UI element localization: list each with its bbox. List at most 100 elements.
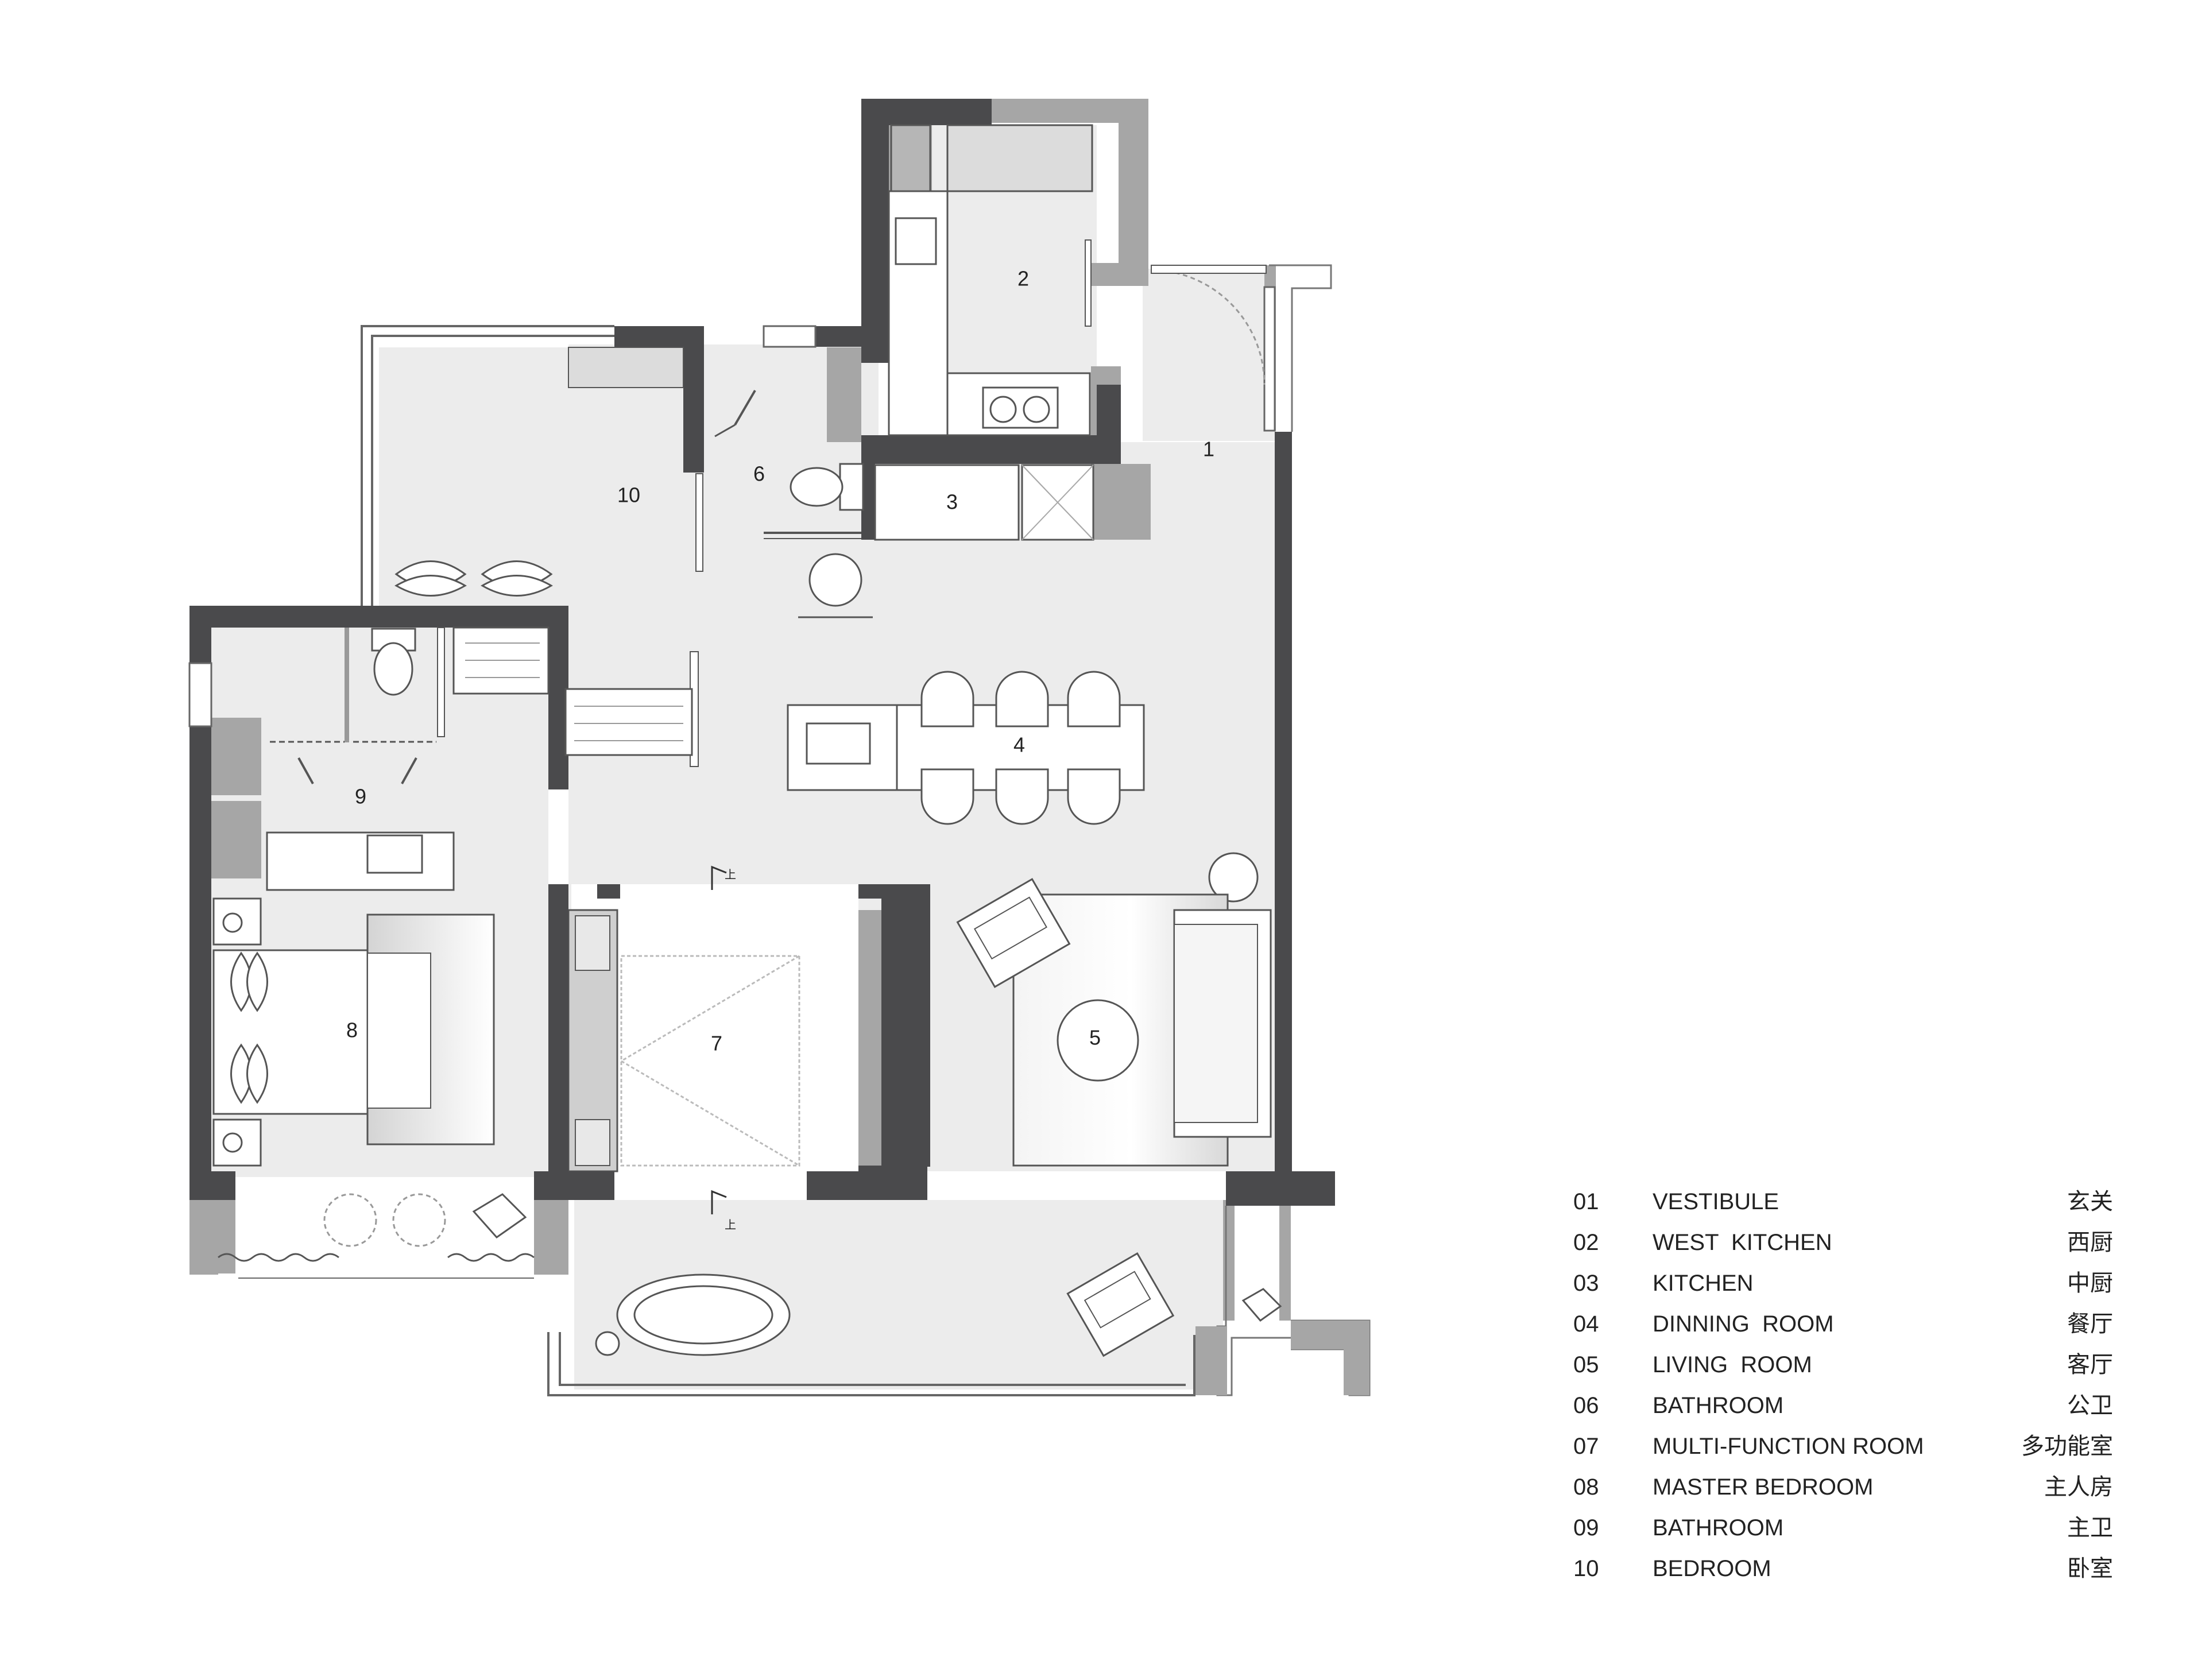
dining [787, 671, 1145, 825]
floor-multifunction [571, 884, 858, 1200]
legend-english: VESTIBULE [1653, 1189, 1779, 1214]
floor-vestibule [1143, 269, 1275, 441]
room-number-5: 5 [1089, 1026, 1101, 1050]
legend-chinese: 主卫 [2067, 1515, 2113, 1541]
legend-number: 01 [1573, 1189, 1599, 1214]
windows [188, 286, 1276, 727]
multifunction-floor-lines [620, 955, 800, 1167]
legend-chinese: 客厅 [2067, 1352, 2113, 1378]
bath9-tub-step [564, 688, 693, 756]
legend-english: LIVING ROOM [1653, 1352, 1812, 1377]
legend-chinese: 卧室 [2067, 1555, 2113, 1582]
mb-balcony-strip [235, 1177, 534, 1278]
wall-bottom-stub-2 [1344, 1321, 1369, 1395]
bed10-pillows [394, 560, 553, 597]
legend-number: 03 [1573, 1271, 1599, 1296]
room-number-9: 9 [355, 785, 366, 808]
legend-number: 08 [1573, 1474, 1599, 1500]
legend-chinese: 中厨 [2067, 1270, 2113, 1296]
dining-sink [806, 722, 871, 765]
bath9-vanity [266, 831, 455, 891]
legend-chinese: 公卫 [2067, 1392, 2113, 1419]
dining-chairs [920, 671, 1121, 825]
legend-row: 07 MULTI-FUNCTION ROOM 多功能室 [1573, 1426, 2113, 1467]
legend-chinese: 主人房 [2044, 1474, 2113, 1500]
room-number-4: 4 [1013, 733, 1025, 757]
master-bedroom [212, 897, 535, 1278]
wk-counter-bottom [946, 372, 1091, 436]
living-armchair [956, 878, 1071, 988]
bed10-wardrobe [568, 347, 684, 388]
wk-cabinet [890, 124, 931, 192]
entry-door [1151, 265, 1267, 274]
bathroom-6 [695, 389, 873, 618]
legend-english: KITCHEN [1653, 1271, 1754, 1296]
legend-english: BEDROOM [1653, 1556, 1771, 1581]
kitchen [874, 464, 1094, 541]
wk-sink [895, 217, 937, 265]
legend-row: 09 BATHROOM 主卫 [1573, 1508, 2113, 1549]
legend-row: 08 MASTER BEDROOM 主人房 [1573, 1467, 2113, 1508]
west-kitchen [888, 124, 1093, 436]
legend-row: 10 BEDROOM 卧室 [1573, 1549, 2113, 1589]
legend-number: 05 [1573, 1352, 1599, 1377]
room-number-3: 3 [946, 490, 958, 514]
terrace-chair [1066, 1252, 1175, 1357]
walls [189, 99, 1335, 1206]
room-number-10: 10 [617, 483, 640, 507]
legend-number: 09 [1573, 1515, 1599, 1540]
legend-english: MULTI-FUNCTION ROOM [1653, 1434, 1924, 1459]
legend-english: WEST KITCHEN [1653, 1230, 1832, 1255]
legend-row: 01 VESTIBULE 玄关 [1573, 1182, 2113, 1222]
wk-hob-1 [989, 396, 1017, 423]
room-number-2: 2 [1017, 267, 1029, 291]
legend-english: BATHROOM [1653, 1515, 1784, 1540]
wall-bottom-stub-3 [1195, 1326, 1227, 1395]
multifunction-bench [567, 909, 618, 1172]
mb-nightstand-bottom [212, 1118, 262, 1167]
legend-english: BATHROOM [1653, 1393, 1784, 1418]
living [956, 852, 1272, 1167]
terrace [595, 1252, 1282, 1357]
room-number-7: 7 [711, 1032, 722, 1055]
bath9-sink [366, 834, 423, 874]
legend-row: 02 WEST KITCHEN 西厨 [1573, 1222, 2113, 1263]
mb-pillows [230, 951, 268, 1104]
bedroom-10 [394, 347, 699, 767]
mb-nightstand-top [212, 897, 262, 946]
legend-number: 10 [1573, 1556, 1599, 1581]
wk-door [1085, 239, 1092, 327]
legend-chinese: 餐厅 [2067, 1311, 2113, 1337]
bath6-toilet [790, 467, 844, 507]
legend-row: 05 LIVING ROOM 客厅 [1573, 1345, 2113, 1385]
terrace-bathtub [616, 1273, 791, 1356]
room-number-6: 6 [753, 462, 765, 486]
legend-chinese: 西厨 [2067, 1229, 2113, 1256]
living-side-table [1208, 852, 1259, 903]
legend-english: DINNING ROOM [1653, 1311, 1834, 1337]
up-mark-bottom: 上 [725, 1218, 736, 1232]
bath6-toilet-tank [839, 463, 864, 511]
up-mark-top: 上 [725, 868, 736, 881]
room-number-8: 8 [346, 1019, 358, 1042]
legend-row: 06 BATHROOM 公卫 [1573, 1385, 2113, 1426]
bathroom-9 [266, 626, 693, 891]
living-coffee-table [1057, 999, 1139, 1082]
legend-number: 02 [1573, 1230, 1599, 1255]
kitchen-counter [874, 464, 1020, 541]
legend-chinese: 多功能室 [2021, 1433, 2113, 1460]
legend-row: 03 KITCHEN 中厨 [1573, 1263, 2113, 1304]
up-marks [711, 865, 727, 1214]
legend-english: MASTER BEDROOM [1653, 1474, 1874, 1500]
room-number-1: 1 [1203, 438, 1214, 461]
legend-chinese: 玄关 [2067, 1189, 2113, 1215]
room-legend: 01 VESTIBULE 玄关 02 WEST KITCHEN 西厨 03 KI… [1573, 1182, 2113, 1589]
legend-number: 04 [1573, 1311, 1599, 1337]
legend-row: 04 DINNING ROOM 餐厅 [1573, 1304, 2113, 1345]
wk-counter-top [946, 124, 1093, 192]
legend-number: 06 [1573, 1393, 1599, 1418]
bath6-basin [808, 553, 862, 607]
bath9-toilet [373, 642, 413, 696]
wk-hob-2 [1023, 396, 1050, 423]
